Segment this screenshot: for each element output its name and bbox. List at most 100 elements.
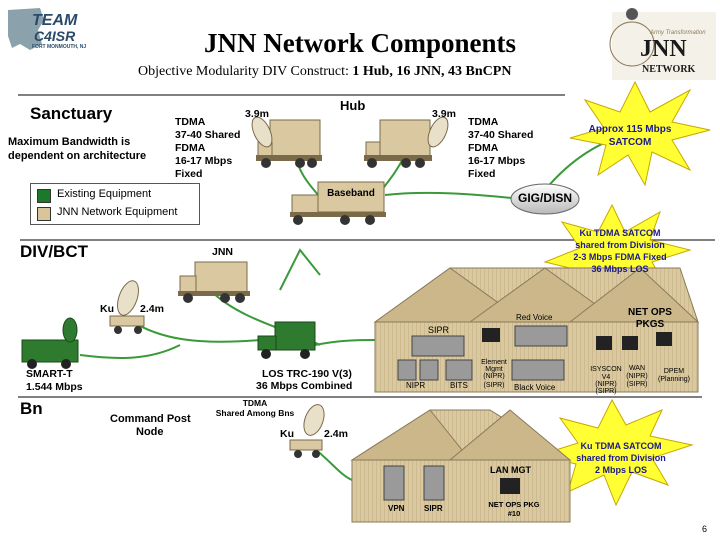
jnn-label: JNN [212, 246, 234, 258]
left-dish-size: 3.9m [245, 108, 269, 120]
legend-label-jnn: JNN Network Equipment [57, 206, 178, 218]
bn-tent-vpn: VPN [388, 504, 405, 513]
smart-t-line2: 1.544 Mbps [26, 381, 83, 393]
right-spec-1: 37-40 Shared [468, 129, 534, 141]
divbct-heading: DIV/BCT [20, 242, 88, 261]
element-mgmt-0: Element [481, 359, 507, 366]
star1-line2: SATCOM [608, 137, 652, 148]
div-tent-red-voice: Red Voice [516, 313, 553, 322]
isyscon-2: (NIPR) [595, 381, 617, 388]
star2-line3: 36 Mbps LOS [591, 264, 649, 274]
bn-tdma-line1: TDMA [242, 398, 268, 408]
page-title: JNN Network Components [204, 28, 516, 58]
bn-heading: Bn [20, 399, 43, 418]
isyscon-3: (SIPR) [595, 388, 617, 395]
cpn-line2: Node [136, 426, 164, 438]
logo-right-sub-text: NETWORK [642, 64, 696, 75]
element-mgmt-2: (NIPR) [483, 373, 505, 380]
hub-truck-left [251, 116, 322, 168]
bn-tent-net-ops-pkg-0: NET OPS PKG [488, 500, 540, 509]
sanctuary-heading: Sanctuary [30, 104, 113, 123]
div-workstations [482, 328, 672, 350]
smart-t-vehicle [21, 317, 79, 369]
los-trc-190-truck [257, 321, 316, 359]
dpem-0: DPEM [663, 368, 685, 375]
gig-disn-cloud [510, 183, 580, 215]
baseband-truck [290, 181, 386, 225]
page-subtitle: Objective Modularity DIV Construct: 1 Hu… [138, 64, 511, 80]
wan-1: (NIPR) [626, 373, 648, 380]
star3-line2: 2 Mbps LOS [594, 465, 647, 475]
bn-ku-size: 2.4m [324, 428, 348, 440]
starburst-ku-tdma-bn [538, 398, 694, 507]
div-tent-nipr: NIPR [406, 381, 426, 390]
legend-label-existing: Existing Equipment [57, 188, 152, 200]
star2-line2: 2-3 Mbps FDMA Fixed [573, 252, 667, 262]
div-ku-size: 2.4m [140, 303, 164, 315]
ku-trailer-div [109, 280, 145, 334]
jnn-truck [178, 261, 250, 303]
element-mgmt-1: Mgmt [485, 366, 503, 373]
right-dish-size: 3.9m [432, 108, 456, 120]
star2-line1: shared from Division [575, 240, 665, 250]
bn-tent-net-ops-pkg-1: #10 [507, 509, 521, 518]
smart-t-line1: SMART-T [26, 368, 73, 380]
right-spec-3: 16-17 Mbps [468, 155, 526, 167]
max-bandwidth-note-line2: dependent on architecture [8, 150, 147, 162]
bn-equipment-racks [383, 465, 445, 501]
starburst-approx-115-mbps [569, 80, 711, 187]
max-bandwidth-note-line1: Maximum Bandwidth is [8, 136, 131, 148]
isyscon-0: ISYSCON [590, 366, 622, 373]
star2-line0: Ku TDMA SATCOM [579, 228, 661, 238]
legend-swatch-jnn [37, 207, 51, 221]
team-c4isr-logo [8, 8, 44, 50]
dpem-1: (Planning) [658, 376, 690, 383]
element-mgmt-3: (SIPR) [483, 382, 505, 389]
wan-2: (SIPR) [626, 381, 648, 388]
left-spec-3: 16-17 Mbps [175, 155, 233, 167]
div-tent-net-ops-0: NET OPS [628, 307, 672, 318]
bn-tdma-line2: Shared Among Bns [215, 408, 295, 418]
div-tent-black-voice: Black Voice [514, 383, 556, 392]
left-spec-4: Fixed [175, 168, 203, 180]
left-spec-0: TDMA [175, 116, 206, 128]
star3-line0: Ku TDMA SATCOM [580, 441, 662, 451]
bn-ku-label: Ku [280, 428, 294, 440]
div-ku-label: Ku [100, 303, 114, 315]
div-tent-bits: BITS [450, 381, 468, 390]
div-equipment-racks [397, 325, 568, 381]
los-line2: 36 Mbps Combined [256, 380, 353, 392]
right-spec-2: FDMA [468, 142, 499, 154]
gig-disn-label: GIG/DISN [517, 191, 572, 205]
div-tent-sipr: SIPR [428, 325, 450, 335]
isyscon-1: V4 [601, 374, 611, 381]
bn-tent-lan-mgt: LAN MGT [490, 465, 531, 475]
los-line1: LOS TRC-190 V(3) [262, 368, 352, 380]
legend: Existing Equipment JNN Network Equipment [30, 183, 200, 225]
hub-truck-right [364, 116, 449, 168]
cpn-line1: Command Post [110, 413, 191, 425]
right-spec-4: Fixed [468, 168, 496, 180]
logo-location-text: FORT MONMOUTH, NJ [32, 44, 87, 50]
hub-label: Hub [340, 98, 366, 113]
right-spec-0: TDMA [468, 116, 499, 128]
subtitle-prefix: Objective Modularity DIV Construct: [138, 64, 349, 79]
bn-workstations [500, 478, 520, 494]
logo-c4isr-text: C4ISR [34, 28, 76, 44]
logo-right-main-text: JNN [640, 36, 687, 62]
logo-right-top-text: Army Transformation [650, 30, 706, 36]
left-spec-2: FDMA [175, 142, 206, 154]
page-number: 6 [702, 524, 708, 534]
ku-trailer-bn [289, 404, 325, 458]
star1-line1: Approx 115 Mbps [588, 124, 672, 135]
logo-team-text: TEAM [32, 12, 78, 29]
left-spec-1: 37-40 Shared [175, 129, 241, 141]
wan-0: WAN [628, 365, 646, 372]
baseband-label: Baseband [327, 188, 375, 199]
div-tent-net-ops-1: PKGS [635, 319, 665, 330]
star3-line1: shared from Division [576, 453, 666, 463]
jnn-network-logo [609, 8, 716, 80]
bn-tent-sipr: SIPR [424, 504, 443, 513]
subtitle-bold: 1 Hub, 16 JNN, 43 BnCPN [352, 64, 512, 79]
